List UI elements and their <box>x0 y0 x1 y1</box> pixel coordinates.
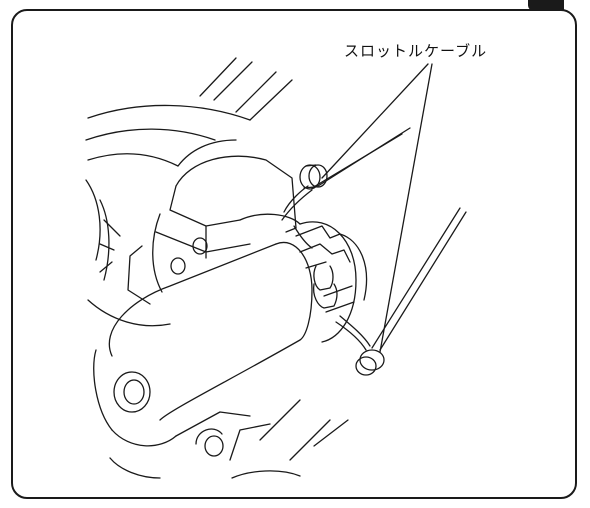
handlebar-grip <box>93 213 357 447</box>
lower-cable-end <box>335 207 467 376</box>
callout-leader-lines <box>321 63 433 353</box>
throttle-cable-label: スロットルケーブル <box>344 42 488 60</box>
lower-background-details <box>109 399 349 479</box>
throttle-pulley <box>293 225 368 313</box>
switch-housing <box>99 155 297 305</box>
illustration-frame <box>11 9 577 499</box>
background-body-lines <box>85 57 293 327</box>
corner-tab <box>528 0 564 11</box>
upper-cable-end <box>281 127 411 221</box>
